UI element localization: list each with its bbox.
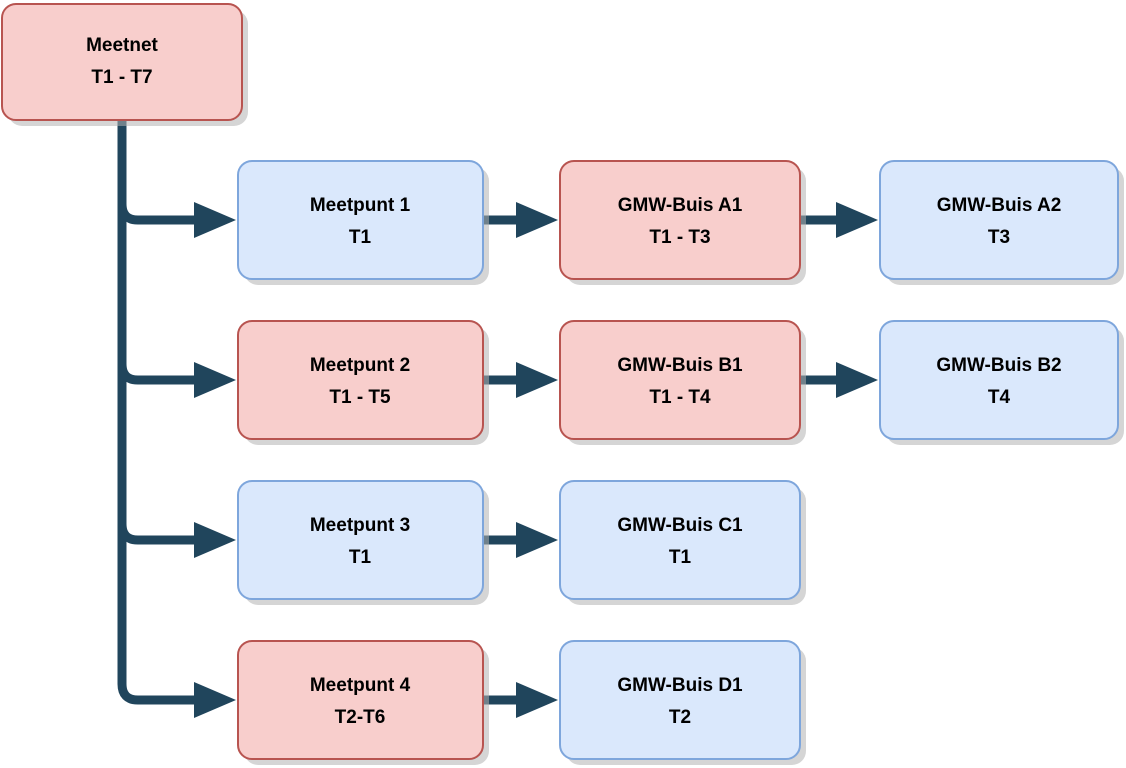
node-meetpunt-2-line1: Meetpunt 2	[310, 355, 410, 376]
branch-connector-row1	[117, 203, 196, 225]
node-meetnet-line1: Meetnet	[86, 35, 158, 56]
node-gmw-buis-c1[interactable]: GMW-Buis C1 T1	[559, 480, 801, 600]
node-meetnet-shape[interactable]	[1, 3, 243, 121]
node-meetpunt-3-line1: Meetpunt 3	[310, 515, 410, 536]
node-meetpunt-2-shape[interactable]	[237, 320, 484, 440]
node-meetpunt-3-line2: T1	[349, 547, 372, 568]
node-gmw-buis-a2-line2: T3	[988, 227, 1010, 248]
node-meetpunt-1-line2: T1	[349, 227, 372, 248]
arrowhead-trunk-row3	[194, 522, 236, 558]
node-gmw-buis-b2-line2: T4	[988, 387, 1011, 408]
node-gmw-buis-b2-shape[interactable]	[879, 320, 1119, 440]
node-meetpunt-4-line2: T2-T6	[335, 707, 386, 728]
connector-layer	[117, 118, 878, 718]
node-meetpunt-2[interactable]: Meetpunt 2 T1 - T5	[237, 320, 484, 440]
arrowhead-trunk-row2	[194, 362, 236, 398]
node-meetnet-line2: T1 - T7	[91, 67, 152, 88]
arrowhead-trunk-row1	[194, 202, 236, 238]
node-gmw-buis-b2[interactable]: GMW-Buis B2 T4	[879, 320, 1119, 440]
node-meetpunt-2-line2: T1 - T5	[329, 387, 391, 408]
node-gmw-buis-c1-line1: GMW-Buis C1	[617, 515, 743, 536]
trunk-connector	[117, 118, 196, 705]
node-gmw-buis-a1-line1: GMW-Buis A1	[618, 195, 743, 216]
node-gmw-buis-b1[interactable]: GMW-Buis B1 T1 - T4	[559, 320, 801, 440]
node-gmw-buis-a1[interactable]: GMW-Buis A1 T1 - T3	[559, 160, 801, 280]
arrowhead-trunk-row4	[194, 682, 236, 718]
node-meetpunt-4-shape[interactable]	[237, 640, 484, 760]
node-gmw-buis-b1-shape[interactable]	[559, 320, 801, 440]
node-gmw-buis-a2-shape[interactable]	[879, 160, 1119, 280]
arrowhead-r1-b2	[836, 202, 878, 238]
node-meetpunt-1-line1: Meetpunt 1	[310, 195, 411, 216]
node-meetpunt-3-shape[interactable]	[237, 480, 484, 600]
node-gmw-buis-a1-line2: T1 - T3	[649, 227, 710, 248]
node-meetpunt-4[interactable]: Meetpunt 4 T2-T6	[237, 640, 484, 760]
node-meetpunt-1-shape[interactable]	[237, 160, 484, 280]
arrowhead-r2-b2	[836, 362, 878, 398]
arrowhead-r2-b1	[516, 362, 558, 398]
node-gmw-buis-d1[interactable]: GMW-Buis D1 T2	[559, 640, 801, 760]
node-gmw-buis-a1-shape[interactable]	[559, 160, 801, 280]
node-gmw-buis-d1-line2: T2	[669, 707, 691, 728]
node-gmw-buis-d1-shape[interactable]	[559, 640, 801, 760]
node-gmw-buis-c1-line2: T1	[669, 547, 692, 568]
node-gmw-buis-d1-line1: GMW-Buis D1	[617, 675, 743, 696]
node-meetpunt-4-line1: Meetpunt 4	[310, 675, 411, 696]
node-gmw-buis-c1-shape[interactable]	[559, 480, 801, 600]
arrowhead-r3-b1	[516, 522, 558, 558]
node-meetpunt-3[interactable]: Meetpunt 3 T1	[237, 480, 484, 600]
arrowhead-r1-b1	[516, 202, 558, 238]
node-gmw-buis-a2-line1: GMW-Buis A2	[937, 195, 1062, 216]
node-gmw-buis-b1-line2: T1 - T4	[649, 387, 711, 408]
node-meetpunt-1[interactable]: Meetpunt 1 T1	[237, 160, 484, 280]
node-gmw-buis-b2-line1: GMW-Buis B2	[936, 355, 1061, 376]
node-gmw-buis-a2[interactable]: GMW-Buis A2 T3	[879, 160, 1119, 280]
node-gmw-buis-b1-line1: GMW-Buis B1	[617, 355, 743, 376]
arrowhead-r4-b1	[516, 682, 558, 718]
branch-connector-row2	[117, 363, 196, 385]
node-meetnet[interactable]: Meetnet T1 - T7	[1, 3, 243, 121]
branch-connector-row3	[117, 523, 196, 545]
